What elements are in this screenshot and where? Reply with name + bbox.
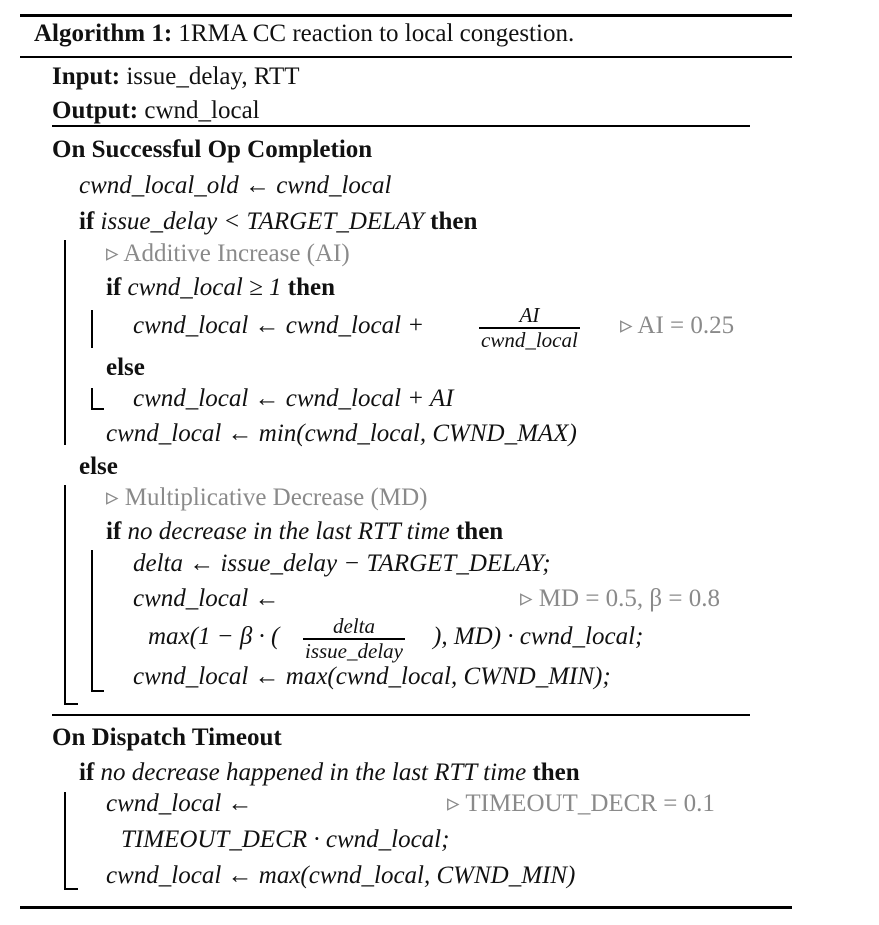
keyword-if: if xyxy=(79,759,95,786)
comment-timeout-decr: ▹ TIMEOUT_DECR = 0.1 xyxy=(447,789,715,819)
bottom-rule xyxy=(20,906,792,909)
block-end-if-no-decrease xyxy=(91,690,104,692)
block-line-if-ai xyxy=(64,240,66,445)
condition-no-decrease: no decrease in the last RTT time xyxy=(127,518,450,545)
block-line-else-outer xyxy=(64,485,66,704)
io-rule xyxy=(52,125,750,127)
block-end-else-outer xyxy=(64,703,78,705)
fraction-denominator: cwnd_local xyxy=(481,327,578,352)
comment-multiplicative-decrease: ▹ Multiplicative Decrease (MD) xyxy=(106,484,428,511)
condition-cwnd-ge-1: cwnd_local ≥ 1 xyxy=(127,274,282,301)
input-label: Input: xyxy=(52,63,121,90)
line-max-expr-pre: max(1 − β · ( xyxy=(148,623,280,650)
algorithm-label: Algorithm 1: xyxy=(34,20,173,47)
keyword-then: then xyxy=(455,518,504,545)
line-cwnd-assign-md: cwnd_local ← xyxy=(133,585,280,612)
fraction-numerator: AI xyxy=(519,303,540,327)
line-max-expr-post: ), MD) · cwnd_local; xyxy=(433,623,644,650)
output-line: Output: cwnd_local xyxy=(52,96,260,126)
line-if-issue-delay: if issue_delay < TARGET_DELAY then xyxy=(79,207,477,237)
output-label: Output: xyxy=(52,97,139,124)
block-line-if-no-decrease xyxy=(91,550,93,691)
fraction-bar xyxy=(479,327,580,329)
section-title-dispatch-timeout: On Dispatch Timeout xyxy=(52,724,282,751)
algorithm-header: Algorithm 1: 1RMA CC reaction to local c… xyxy=(34,19,574,49)
keyword-then: then xyxy=(430,208,478,235)
keyword-if: if xyxy=(106,274,122,301)
comment-additive-increase: ▹ Additive Increase (AI) xyxy=(106,240,350,267)
fraction-numerator: delta xyxy=(332,614,375,638)
block-line-if-cwnd xyxy=(91,310,93,348)
comment-timeout-decr-text: ▹ TIMEOUT_DECR = 0.1 xyxy=(447,790,715,817)
block-end-if-timeout xyxy=(64,888,78,890)
keyword-if: if xyxy=(79,208,95,235)
line-if-no-decrease: if no decrease in the last RTT time then xyxy=(106,517,503,547)
line-if-no-decrease-happened: if no decrease happened in the last RTT … xyxy=(79,758,580,788)
input-value: issue_delay, RTT xyxy=(126,63,300,90)
top-rule xyxy=(20,14,792,17)
section-rule xyxy=(52,714,750,716)
keyword-else-outer: else xyxy=(79,453,118,480)
condition-no-decrease-happened: no decrease happened in the last RTT tim… xyxy=(100,759,527,786)
line-if-cwnd-ge-1: if cwnd_local ≥ 1 then xyxy=(106,273,335,303)
algorithm-title: 1RMA CC reaction to local congestion. xyxy=(178,20,575,47)
condition-issue-delay: issue_delay < TARGET_DELAY xyxy=(100,208,424,235)
line-delta: delta ← issue_delay − TARGET_DELAY; xyxy=(133,550,551,577)
fraction-bar xyxy=(303,638,405,640)
section-title-successful-op: On Successful Op Completion xyxy=(52,136,373,163)
comment-md-beta: ▹ MD = 0.5, β = 0.8 xyxy=(520,585,720,612)
line-ai-add: cwnd_local ← cwnd_local + AI xyxy=(133,385,454,412)
keyword-else-inner: else xyxy=(106,354,145,381)
fraction-denominator: issue_delay xyxy=(305,638,403,663)
output-value: cwnd_local xyxy=(144,97,260,124)
fraction-ai-over-cwnd: AI cwnd_local xyxy=(479,304,580,351)
block-line-if-timeout xyxy=(64,792,66,889)
comment-ai-value: ▹ AI = 0.25 xyxy=(620,312,735,339)
block-end-else-inner xyxy=(91,408,104,410)
keyword-then: then xyxy=(532,759,580,786)
header-rule xyxy=(20,56,792,58)
line-cwnd-min-max: cwnd_local ← min(cwnd_local, CWND_MAX) xyxy=(106,420,577,447)
keyword-if: if xyxy=(106,518,122,545)
line-cwnd-old: cwnd_local_old ← cwnd_local xyxy=(79,172,392,199)
keyword-then: then xyxy=(287,274,335,301)
line-cwnd-max-min: cwnd_local ← max(cwnd_local, CWND_MIN); xyxy=(133,663,611,690)
fraction-delta-over-issue-delay: delta issue_delay xyxy=(303,615,405,662)
line-timeout-expr: TIMEOUT_DECR · cwnd_local; xyxy=(121,826,450,853)
line-cwnd-assign-timeout: cwnd_local ← xyxy=(106,790,253,817)
line-ai-update: cwnd_local ← cwnd_local + xyxy=(133,312,425,339)
input-line: Input: issue_delay, RTT xyxy=(52,62,300,92)
line-cwnd-max-min-timeout: cwnd_local ← max(cwnd_local, CWND_MIN) xyxy=(106,862,576,889)
block-line-else-inner xyxy=(91,388,93,409)
